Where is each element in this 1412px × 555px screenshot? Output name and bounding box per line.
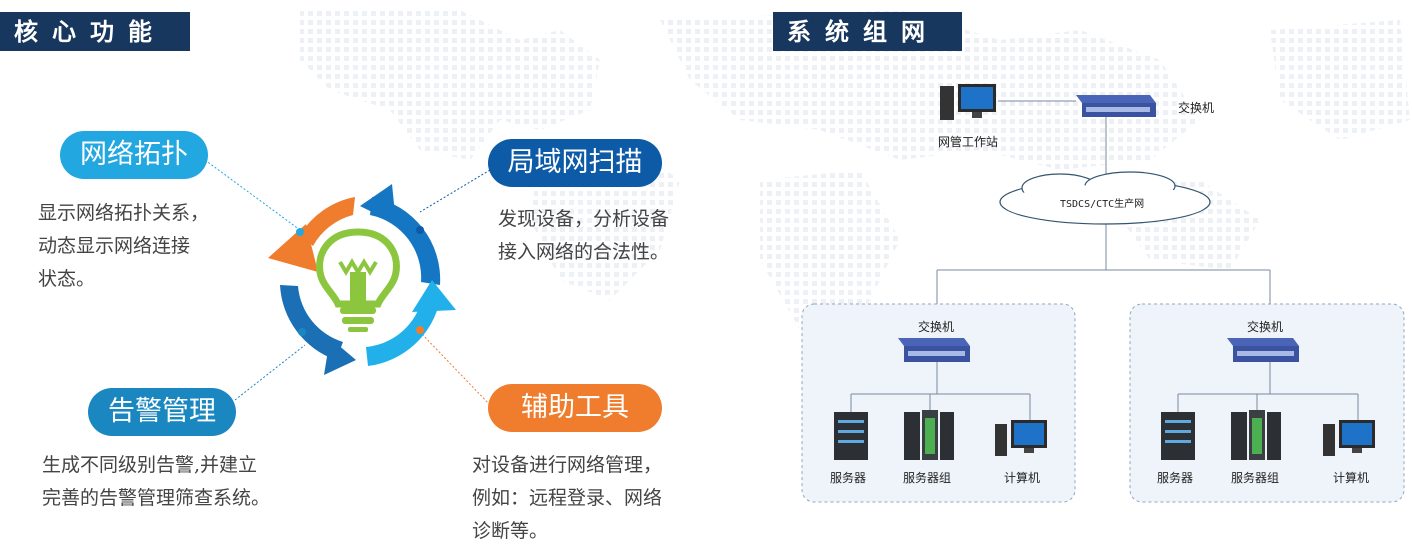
orange-arrow bbox=[268, 197, 355, 272]
group-1-switch-label: 交换机 bbox=[918, 320, 955, 334]
server-rack-icon-group-1 bbox=[904, 410, 954, 460]
feature-alarm-management-desc: 生成不同级别告警,并建立 完善的告警管理筛查系统。 bbox=[42, 454, 271, 509]
feature-alarm-management: 告警管理 bbox=[88, 388, 236, 436]
computer-icon-group-2 bbox=[1323, 420, 1375, 456]
group-2-computer-label: 计算机 bbox=[1333, 471, 1370, 485]
cloud-label: TSDCS/CTC生产网 bbox=[1060, 199, 1145, 210]
server-icon-group-1 bbox=[834, 412, 868, 460]
feature-auxiliary-tools: 辅助工具 bbox=[488, 384, 662, 432]
group-1-server-label: 服务器 bbox=[830, 471, 867, 485]
network-group-panel-2 bbox=[1129, 303, 1405, 503]
group-2-server-group-label: 服务器组 bbox=[1231, 471, 1280, 485]
feature-auxiliary-tools-desc: 对设备进行网络管理， 例如：远程登录、网络 诊断等。 bbox=[472, 454, 663, 542]
feature-lan-scan-desc: 发现设备，分析设备 接入网络的合法性。 bbox=[498, 208, 670, 263]
dark-blue-arrow bbox=[360, 184, 441, 285]
cloud-icon bbox=[999, 171, 1211, 225]
group-1-server-group-label: 服务器组 bbox=[903, 471, 952, 485]
group-1-computer-label: 计算机 bbox=[1004, 471, 1041, 485]
switch-icon-group-1 bbox=[898, 338, 970, 362]
computer-icon-group-1 bbox=[995, 420, 1047, 456]
feature-network-topology-desc: 显示网络拓扑关系， 动态显示网络连接 状态。 bbox=[38, 202, 210, 290]
light-blue-arrow bbox=[366, 280, 456, 366]
group-2-server-label: 服务器 bbox=[1157, 471, 1194, 485]
system-networking-title: 系统组网 bbox=[773, 12, 962, 51]
core-functions-title: 核心功能 bbox=[0, 12, 190, 51]
blue-arrow-bottom bbox=[280, 285, 356, 375]
switch-icon-group-2 bbox=[1227, 338, 1299, 362]
feature-network-topology: 网络拓扑 bbox=[60, 131, 208, 179]
lightbulb-icon bbox=[316, 228, 400, 332]
group-2-switch-label: 交换机 bbox=[1247, 320, 1284, 334]
server-icon-group-2 bbox=[1161, 412, 1195, 460]
workstation-icon bbox=[940, 84, 996, 120]
feature-lan-scan: 局域网扫描 bbox=[488, 139, 662, 187]
top-switch-label: 交换机 bbox=[1178, 101, 1215, 115]
workstation-label: 网管工作站 bbox=[938, 135, 999, 149]
switch-icon-top bbox=[1076, 95, 1156, 117]
server-rack-icon-group-2 bbox=[1231, 410, 1281, 460]
